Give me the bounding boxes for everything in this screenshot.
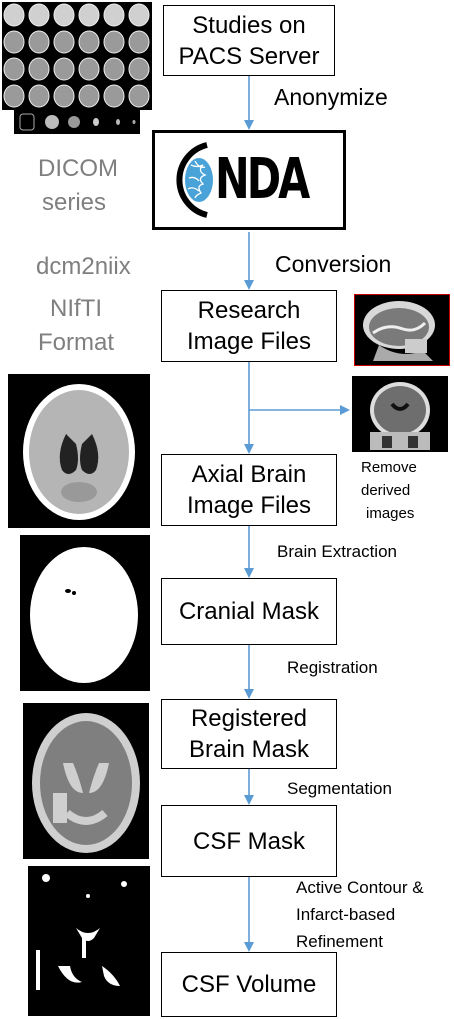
step-axial-line2: Image Files: [186, 492, 312, 519]
csf-mask-image: [28, 866, 150, 1016]
dicom-slice-thumb: [103, 57, 125, 81]
step-axial-brain-image-files: Axial Brain Image Files: [161, 454, 337, 526]
dicom-slice-thumb: [53, 30, 75, 54]
dicom-slice-thumb: [3, 3, 25, 27]
label-nifti-line2: Format: [38, 329, 115, 356]
cranial-mask-image: [20, 535, 150, 691]
dicom-slice-thumb: [3, 84, 25, 108]
dicom-slice-thumb: [53, 3, 75, 27]
sagittal-research-image: [354, 294, 450, 366]
step-csf-mask-line1: CSF Mask: [192, 827, 305, 855]
dicom-montage-image: [2, 2, 152, 110]
cnda-logo-mark: [176, 142, 213, 218]
dicom-slice-thumb: [28, 3, 50, 27]
dicom-slice-thumb: [103, 3, 125, 27]
step-csf-mask: CSF Mask: [161, 805, 337, 877]
step-registered-brain-mask: Registered Brain Mask: [161, 699, 337, 769]
dicom-slice-thumb: [28, 57, 50, 81]
dicom-slice-thumb: [78, 57, 100, 81]
step-cranial-line1: Cranial Mask: [178, 598, 320, 625]
dicom-slice-thumb: [78, 30, 100, 54]
dicom-slice-thumb: [128, 3, 150, 27]
step-registered-line1: Registered: [190, 705, 308, 732]
axial-ct-image: [8, 374, 150, 528]
label-conversion: Conversion: [275, 251, 392, 277]
label-remove-line1: Remove: [361, 459, 417, 476]
step-research-line1: Research: [197, 297, 301, 324]
label-segmentation: Segmentation: [287, 779, 392, 798]
dicom-slice-thumb: [28, 30, 50, 54]
dicom-slice-thumb: [103, 30, 125, 54]
dicom-slice-thumb: [3, 30, 25, 54]
step-cranial-mask: Cranial Mask: [161, 578, 337, 645]
dicom-slice-thumb: [28, 84, 50, 108]
step-registered-line2: Brain Mask: [188, 736, 310, 763]
step-csf-volume: CSF Volume: [161, 952, 337, 1017]
dicom-slice-thumb: [78, 84, 100, 108]
label-refinement-line2: Infarct-based: [296, 905, 396, 924]
dicom-slice-thumb: [78, 3, 100, 27]
step-research-image-files: Research Image Files: [161, 290, 337, 362]
dicom-slice-thumb: [128, 30, 150, 54]
cnda-logo: NDA: [152, 130, 346, 230]
dicom-slice-thumb: [53, 57, 75, 81]
label-refinement-line1: Active Contour &: [296, 878, 424, 897]
label-remove-line2: derived: [361, 482, 411, 499]
label-refinement-line3: Refinement: [296, 932, 383, 951]
step-research-line2: Image Files: [186, 328, 312, 355]
label-converter: dcm2niix: [36, 253, 131, 280]
label-nifti-line1: NIfTI: [50, 295, 102, 322]
dicom-slice-thumb: [128, 57, 150, 81]
dicom-slice-thumb: [3, 57, 25, 81]
label-dicom-line1: DICOM: [38, 155, 118, 182]
label-registration: Registration: [287, 658, 378, 677]
step-studies-on-pacs: Studies on PACS Server: [163, 5, 335, 76]
dicom-slice-thumb: [128, 84, 150, 108]
label-anonymize: Anonymize: [274, 84, 388, 110]
dicom-slice-thumb: [53, 84, 75, 108]
label-dicom-line2: series: [42, 189, 107, 216]
coronal-removed-image: [352, 376, 448, 452]
dicom-montage-strip-image: [14, 110, 140, 134]
step-studies-line1: Studies on: [192, 11, 306, 39]
step-studies-line2: PACS Server: [178, 42, 320, 70]
step-csf-volume-line1: CSF Volume: [181, 971, 317, 998]
step-axial-line1: Axial Brain: [191, 461, 307, 488]
label-brain-extraction: Brain Extraction: [277, 542, 397, 561]
dicom-slice-thumb: [103, 84, 125, 108]
cnda-logo-text: NDA: [215, 147, 310, 212]
label-remove-line3: images: [366, 505, 415, 522]
registered-brain-mask-image: [23, 703, 149, 859]
